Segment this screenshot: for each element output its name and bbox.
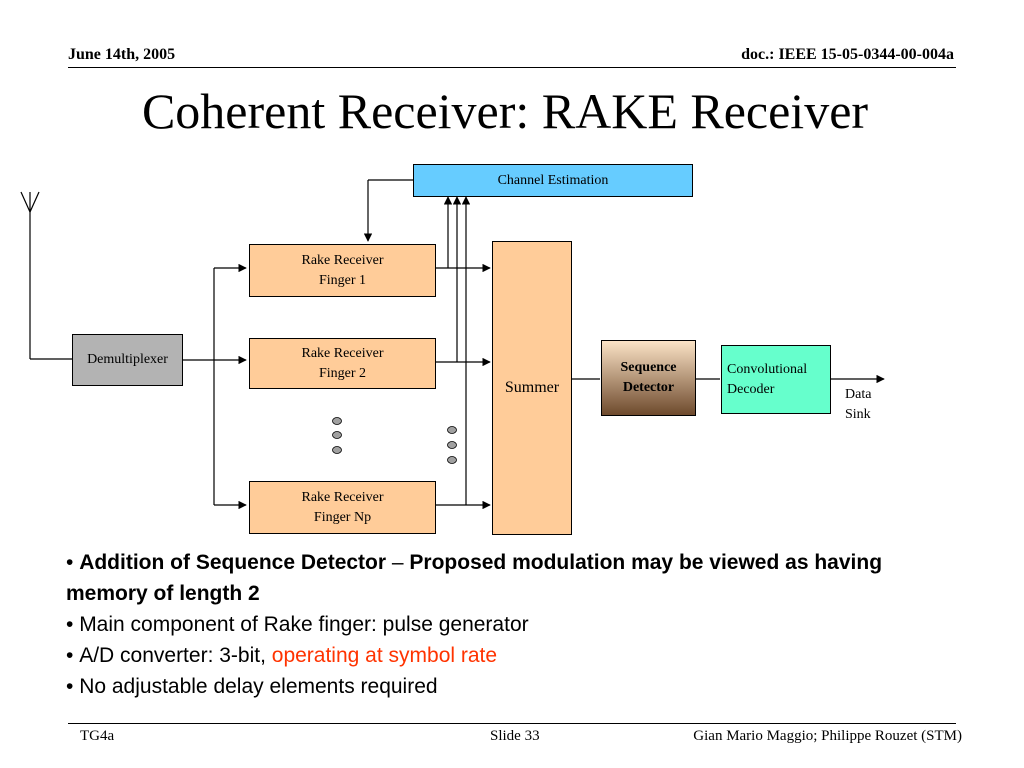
footer-left: TG4a xyxy=(80,728,115,744)
ellipsis-dot xyxy=(332,446,342,454)
finger-1-line2: Finger 1 xyxy=(318,272,367,288)
ellipsis-dot xyxy=(332,417,342,425)
sequence-detector-line1: Sequence xyxy=(620,360,677,376)
data-sink-label: Data Sink xyxy=(845,385,871,424)
ellipsis-dot xyxy=(447,441,457,449)
summer-label: Summer xyxy=(504,378,560,396)
bullet-1-dash: – xyxy=(386,551,410,574)
ellipsis-dot xyxy=(447,426,457,434)
conv-decoder-line2: Decoder xyxy=(727,381,775,397)
data-sink-line2: Sink xyxy=(845,406,871,422)
demultiplexer-block: Demultiplexer xyxy=(72,334,183,386)
conv-decoder-line1: Convolutional xyxy=(727,361,808,377)
ellipsis-dot xyxy=(447,456,457,464)
finger-np-line1: Rake Receiver xyxy=(301,489,384,505)
rake-finger-np-block: Rake Receiver Finger Np xyxy=(249,481,436,534)
summer-block: Summer xyxy=(492,241,572,535)
finger-2-line2: Finger 2 xyxy=(318,365,367,381)
bullet-3-highlight: operating at symbol rate xyxy=(271,644,498,667)
header-rule xyxy=(68,67,956,68)
bullet-1-bold-b: Proposed modulation may be viewed as hav… xyxy=(66,551,883,605)
slide-title: Coherent Receiver: RAKE Receiver xyxy=(141,83,869,139)
footer-slide-number: Slide 33 xyxy=(490,728,540,744)
data-sink-line1: Data xyxy=(845,387,872,402)
bullet-4-text: No adjustable delay elements required xyxy=(79,675,438,698)
rake-finger-2-block: Rake Receiver Finger 2 xyxy=(249,338,436,389)
footer-rule xyxy=(68,723,956,724)
bullet-item: • A/D converter: 3-bit, operating at sym… xyxy=(66,644,498,667)
bullet-2-text: Main component of Rake finger: pulse gen… xyxy=(79,613,529,636)
finger-1-line1: Rake Receiver xyxy=(301,252,384,268)
bullet-item: • Main component of Rake finger: pulse g… xyxy=(66,613,529,636)
demultiplexer-label: Demultiplexer xyxy=(87,352,168,368)
convolutional-decoder-block: Convolutional Decoder xyxy=(721,345,831,414)
bullet-list: • Addition of Sequence Detector – Propos… xyxy=(66,547,966,702)
ellipsis-dot xyxy=(332,431,342,439)
finger-np-line2: Finger Np xyxy=(313,509,372,525)
bullet-item: • Addition of Sequence Detector – Propos… xyxy=(66,551,883,605)
bullet-item: • No adjustable delay elements required xyxy=(66,675,438,698)
channel-estimation-block: Channel Estimation xyxy=(413,164,693,197)
antenna-icon xyxy=(20,191,72,360)
bullet-3-text: A/D converter: 3-bit, xyxy=(79,644,272,667)
rake-finger-1-block: Rake Receiver Finger 1 xyxy=(249,244,436,297)
sequence-detector-line2: Detector xyxy=(622,380,675,395)
finger-2-line1: Rake Receiver xyxy=(301,345,384,361)
footer-authors: Gian Mario Maggio; Philippe Rouzet (STM) xyxy=(693,728,962,744)
sequence-detector-block: Sequence Detector xyxy=(601,340,696,416)
bullet-1-bold-a: Addition of Sequence Detector xyxy=(79,551,387,574)
channel-estimation-label: Channel Estimation xyxy=(497,172,609,188)
header-date: June 14th, 2005 xyxy=(68,46,176,63)
header-doc-id: doc.: IEEE 15-05-0344-00-004a xyxy=(741,46,954,63)
